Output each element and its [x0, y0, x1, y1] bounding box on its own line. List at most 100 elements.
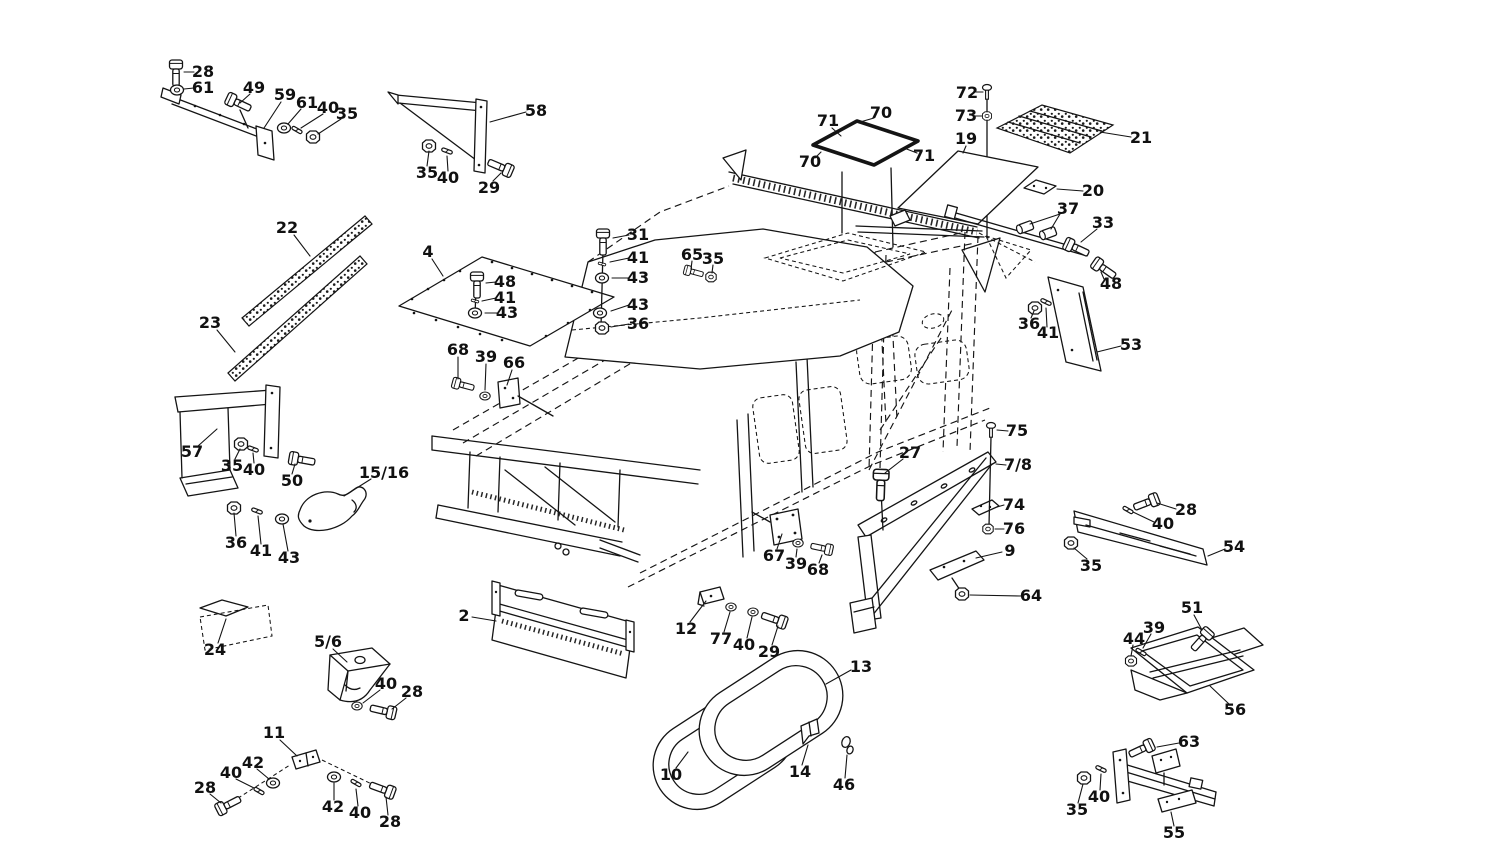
leader-line — [385, 796, 389, 816]
bolt-27-icon — [871, 468, 890, 502]
bolt-50-icon — [287, 450, 317, 470]
nut-44-icon — [1124, 655, 1138, 667]
part-23-strip — [227, 255, 368, 382]
leader-line — [723, 611, 731, 633]
part-label-70: 70 — [799, 152, 821, 171]
leader-line — [257, 515, 262, 545]
leader-line — [1096, 345, 1122, 353]
washer-42-icon — [326, 771, 342, 783]
nut-35-icon — [233, 437, 249, 451]
part-label-40: 40 — [1152, 514, 1174, 533]
leader-line — [235, 778, 255, 789]
part-label-4: 4 — [422, 242, 433, 261]
washer-40-icon — [351, 701, 363, 711]
leader-line — [291, 463, 296, 475]
leader-line — [675, 751, 689, 769]
nut-76-icon — [982, 523, 994, 535]
leader-line — [612, 234, 630, 239]
leader-line — [362, 689, 381, 704]
part-label-66: 66 — [503, 353, 525, 372]
leader-line — [1050, 213, 1061, 230]
leader-line — [969, 594, 1022, 597]
leader-line — [1207, 548, 1226, 557]
part-label-21: 21 — [1130, 128, 1152, 147]
part-label-70: 70 — [870, 103, 892, 122]
leader-line — [884, 458, 904, 474]
part-label-40: 40 — [317, 98, 339, 117]
bolt-31-icon — [595, 228, 611, 256]
part-13-ring — [698, 649, 844, 777]
part-14-clip — [800, 718, 820, 745]
leader-line — [1100, 271, 1105, 280]
leader-line — [355, 788, 359, 807]
bolt-68-icon — [450, 376, 476, 394]
part-label-28: 28 — [379, 812, 401, 831]
part-label-42: 42 — [322, 797, 344, 816]
part-label-37: 37 — [1057, 199, 1079, 218]
washer-61-icon — [276, 122, 292, 134]
spacer-37-icon — [1014, 219, 1035, 236]
leader-line — [426, 150, 430, 167]
leader-line — [1099, 773, 1102, 791]
part-label-42: 42 — [242, 753, 264, 772]
part-label-29: 29 — [478, 178, 500, 197]
nut-36-icon — [1027, 301, 1043, 315]
pin-40-icon — [252, 786, 266, 796]
part-label-76: 76 — [1003, 519, 1025, 538]
part-label-46: 46 — [833, 775, 855, 794]
part-label-63: 63 — [1178, 732, 1200, 751]
nut-35-icon — [421, 139, 437, 153]
leader-line — [610, 304, 630, 312]
washer-77-icon — [725, 602, 737, 612]
part-label-72: 72 — [956, 83, 978, 102]
part-57-bracket — [174, 384, 281, 497]
leader-line — [1029, 213, 1061, 225]
part-label-40: 40 — [375, 674, 397, 693]
washer-43-icon — [274, 513, 290, 525]
nut-36-icon — [226, 501, 242, 515]
part-11-bracket — [231, 749, 383, 803]
leader-line — [197, 428, 218, 447]
pin-41-icon — [250, 506, 264, 516]
part-label-2: 2 — [458, 606, 469, 625]
chassis-wireframe — [431, 99, 1036, 588]
part-label-49: 49 — [243, 78, 265, 97]
part-label-54: 54 — [1223, 537, 1245, 556]
leader-line — [1045, 307, 1048, 328]
leader-line — [1156, 502, 1177, 510]
part-label-41: 41 — [494, 288, 516, 307]
part-7-8-bracket — [849, 451, 997, 634]
part-label-58: 58 — [525, 101, 547, 120]
washer-43-icon — [592, 307, 608, 319]
leader-line — [252, 452, 255, 464]
leader-line — [859, 117, 875, 123]
part-2-panel — [491, 580, 635, 679]
part-label-28: 28 — [194, 778, 216, 797]
leader-line — [831, 127, 842, 137]
part-label-20: 20 — [1082, 181, 1104, 200]
part-66-plate — [497, 377, 554, 417]
nut-35-icon — [1076, 771, 1092, 785]
leader-line — [391, 697, 407, 710]
part-label-64: 64 — [1020, 586, 1042, 605]
bolt-29-icon — [759, 608, 790, 631]
leader-line — [1077, 783, 1084, 804]
part-22-strip — [241, 215, 373, 327]
part-label-5-6: 5/6 — [314, 632, 342, 651]
fasteners — [168, 59, 1216, 818]
leader-line — [217, 618, 227, 644]
part-label-43: 43 — [627, 268, 649, 287]
leader-line — [234, 448, 241, 460]
part-label-35: 35 — [221, 456, 243, 475]
leader-line — [1056, 188, 1084, 192]
pin-40-icon — [1094, 764, 1108, 774]
leader-line — [293, 234, 311, 257]
nut-35-icon — [1063, 536, 1079, 550]
screw-75-icon — [985, 421, 997, 438]
part-label-41: 41 — [627, 248, 649, 267]
part-label-67: 67 — [763, 546, 785, 565]
part-55-beam — [1112, 748, 1217, 813]
leader-lines-layer — [183, 71, 1230, 827]
part-label-65: 65 — [681, 245, 703, 264]
